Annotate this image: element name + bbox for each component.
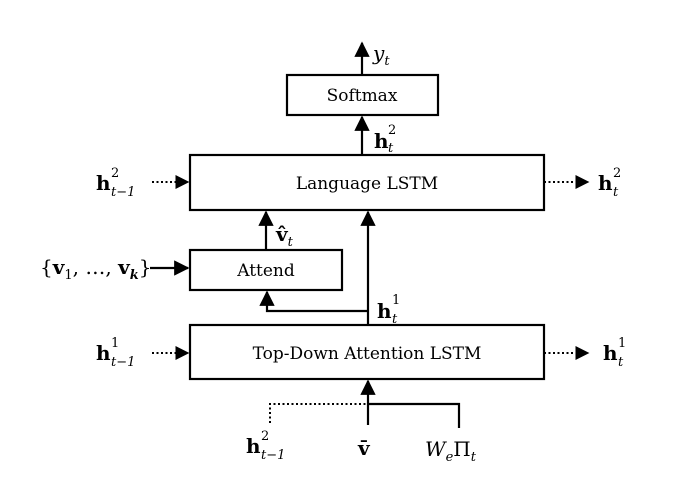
we-pi-label: WeΠt: [425, 437, 477, 465]
svg-text:t: t: [392, 312, 398, 327]
svg-text:1: 1: [618, 336, 626, 351]
softmax-label: Softmax: [327, 86, 398, 106]
svg-text:t−1: t−1: [111, 355, 135, 370]
h1-tm1-left-label: h 1 t−1: [96, 336, 135, 370]
softmax-box: Softmax: [285, 73, 440, 117]
h2-t-top-label: h 2 t: [374, 123, 396, 156]
h2-t-right-label: h 2 t: [598, 166, 621, 200]
we-pi-input-line: [368, 402, 461, 428]
svg-text:1: 1: [392, 293, 400, 308]
svg-text:h: h: [246, 434, 261, 458]
h1-t-mid-label: h 1 t: [377, 293, 400, 327]
svg-text:2: 2: [613, 166, 621, 181]
v-hat-t-label: v̂t: [275, 222, 294, 250]
svg-text:h: h: [598, 171, 613, 195]
attend-box: Attend: [188, 248, 344, 292]
svg-text:h: h: [603, 341, 618, 365]
svg-text:2: 2: [111, 166, 119, 181]
svg-text:h: h: [96, 341, 111, 365]
top-down-lstm-label: Top-Down Attention LSTM: [253, 344, 482, 364]
y-t-label: yt: [372, 41, 390, 69]
h1-to-attend-line: [259, 290, 368, 313]
attend-label: Attend: [236, 261, 295, 281]
svg-text:t: t: [613, 185, 619, 200]
svg-text:t: t: [388, 141, 394, 156]
svg-text:h: h: [377, 299, 392, 323]
svg-text:h: h: [374, 129, 389, 153]
svg-text:t−1: t−1: [111, 185, 135, 200]
top-down-lstm-box: Top-Down Attention LSTM: [188, 323, 546, 381]
h2-prev-bottom-dotted-line: [269, 403, 368, 423]
svg-text:h: h: [96, 171, 111, 195]
h2-tm1-bottom-label: h 2 t−1: [246, 429, 285, 463]
v-bar-label: v̄: [357, 436, 371, 460]
h1-t-right-label: h 1 t: [603, 336, 626, 370]
h2-tm1-left-label: h 2 t−1: [96, 166, 135, 200]
svg-text:1: 1: [111, 336, 119, 351]
svg-text:2: 2: [261, 429, 269, 444]
v-set-label: {v1, …, vk}: [40, 255, 151, 283]
svg-text:t−1: t−1: [261, 448, 285, 463]
language-lstm-label: Language LSTM: [296, 174, 438, 194]
svg-text:2: 2: [388, 123, 396, 138]
language-lstm-box: Language LSTM: [188, 153, 546, 212]
svg-text:t: t: [618, 355, 624, 370]
